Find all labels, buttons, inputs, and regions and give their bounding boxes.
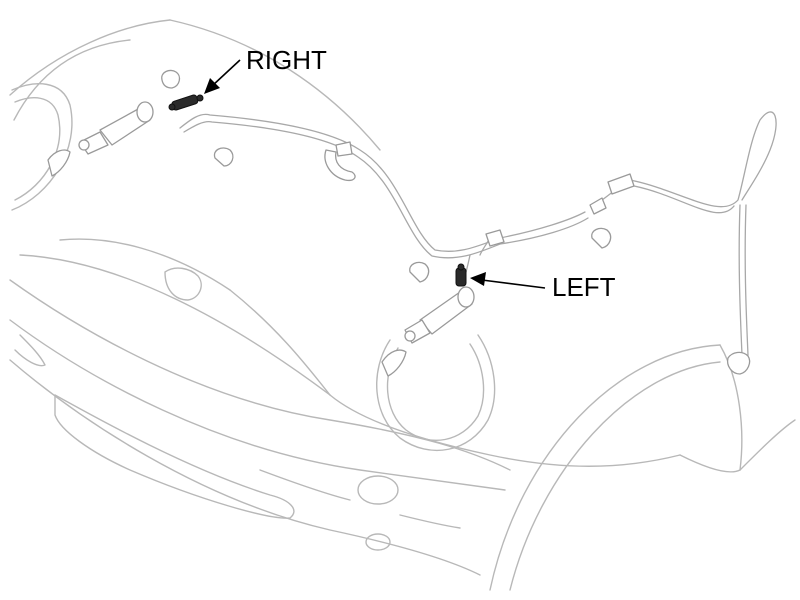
left-callout-label: LEFT	[552, 272, 616, 302]
hose-clips	[161, 69, 635, 283]
right-connector	[168, 94, 204, 111]
right-washer-pump	[47, 101, 154, 177]
right-callout-arrow	[204, 59, 241, 94]
left-washer-pump	[381, 286, 475, 377]
left-callout-arrow	[470, 272, 546, 289]
right-callout-label: RIGHT	[246, 45, 327, 75]
car-body-outline	[9, 19, 796, 591]
grommet	[726, 351, 751, 375]
left-connector	[455, 263, 467, 287]
washer-hose	[179, 111, 777, 356]
